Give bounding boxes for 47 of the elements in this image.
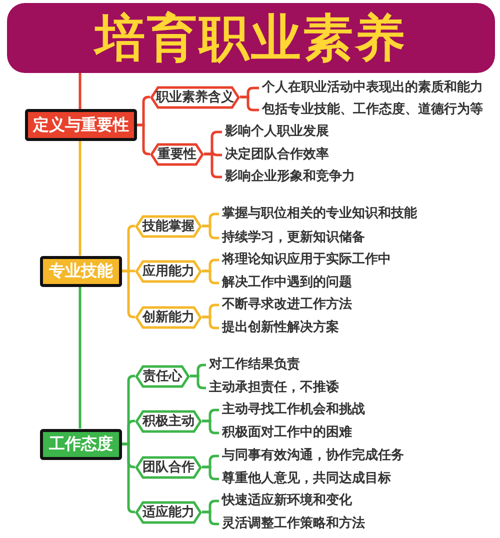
connector-line [202, 420, 219, 434]
connector-line [190, 374, 206, 390]
branch-text: 提出创新性解决方案 [222, 319, 339, 337]
title-banner: 培育职业素养 [7, 3, 495, 73]
hexagon-node: 积极主动 [135, 410, 202, 432]
hexagon-node: 团队合作 [135, 456, 202, 478]
hexagon-node: 责任心 [135, 364, 190, 388]
connector-line [122, 270, 135, 318]
branch-text: 快速适应新环境和变化 [222, 492, 352, 510]
hexagon-node: 重要性 [150, 142, 204, 166]
branch-text: 包括专业技能、工作态度、道德行为等 [262, 101, 483, 119]
branch-text: 主动寻找工作机会和挑战 [222, 401, 365, 419]
connector-line [202, 270, 219, 284]
hexagon-node: 适应能力 [135, 500, 202, 524]
hexagon-node: 创新能力 [135, 306, 202, 328]
connector-line [204, 152, 222, 178]
hexagon-node: 职业素养含义 [150, 86, 240, 108]
branch-text: 个人在职业活动中表现出的素质和能力 [262, 79, 483, 97]
branch-text: 尊重他人意见，共同达成目标 [222, 470, 391, 488]
hexagon-node: 技能掌握 [135, 214, 202, 238]
branch-text: 积极面对工作中的困难 [222, 424, 352, 442]
branch-text: 掌握与职位相关的专业知识和技能 [222, 205, 417, 223]
branch-text: 不断寻求改进工作方法 [222, 296, 352, 314]
connector-line [78, 73, 82, 109]
branch-text: 影响企业形象和竞争力 [225, 168, 355, 186]
connector-line [202, 316, 219, 330]
connector-line [78, 141, 82, 256]
branch-text: 解决工作中遇到的问题 [222, 274, 352, 292]
connector-line [202, 466, 219, 480]
connector-line [137, 124, 150, 156]
connector-line [202, 510, 219, 526]
category-box: 专业技能 [40, 256, 122, 286]
branch-text: 对工作结果负责 [209, 356, 300, 374]
branch-text: 决定团队合作效率 [225, 146, 329, 164]
branch-text: 影响个人职业发展 [225, 123, 329, 141]
branch-text: 主动承担责任，不推诿 [209, 379, 339, 397]
category-box: 工作态度 [40, 428, 122, 460]
branch-text: 持续学习，更新知识储备 [222, 229, 365, 247]
hexagon-node: 应用能力 [135, 260, 202, 282]
branch-text: 与同事有效沟通，协作完成任务 [222, 447, 404, 465]
branch-text: 将理论知识应用于实际工作中 [222, 251, 391, 269]
branch-text: 灵活调整工作策略和方法 [222, 515, 365, 533]
category-box: 定义与重要性 [25, 109, 137, 141]
connector-line [202, 224, 219, 240]
connector-line [78, 286, 82, 428]
connector-line [240, 96, 259, 112]
connector-line [122, 442, 135, 514]
